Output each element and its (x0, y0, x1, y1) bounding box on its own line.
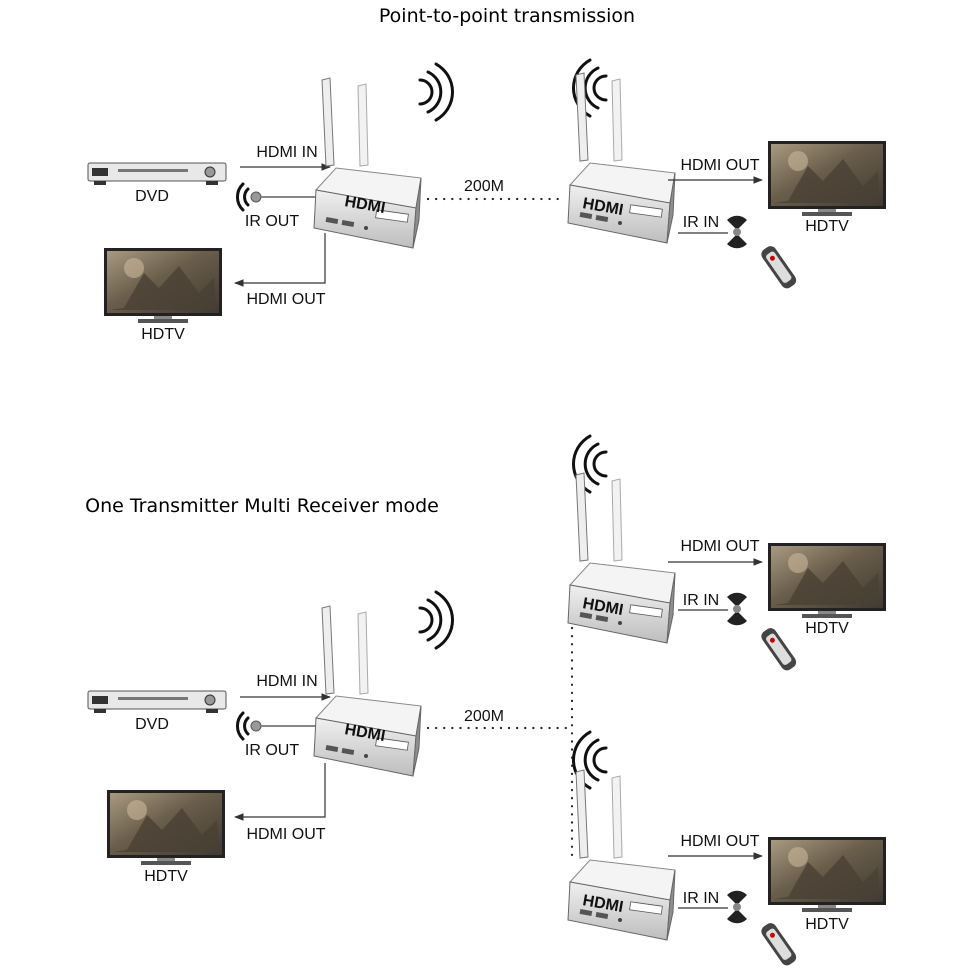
receiver-brand-label: HDMI (581, 195, 624, 219)
ir-out-label-2: IR OUT (245, 742, 299, 759)
wireless-transmitter-icon (313, 605, 422, 777)
title-multi-receiver: One Transmitter Multi Receiver mode (85, 495, 439, 517)
ir-receiver-icon (727, 890, 747, 924)
hdmi-in-label: HDMI IN (256, 144, 317, 161)
hdmi-out-label-local-2: HDMI OUT (246, 826, 325, 843)
distance-label-2: 200M (464, 708, 504, 725)
remote-control-icon (759, 243, 799, 291)
tv-screen-icon (107, 790, 225, 865)
ir-receiver-icon (727, 215, 747, 249)
hdmi-out-label-local: HDMI OUT (246, 291, 325, 308)
ir-receiver-icon (727, 592, 747, 626)
hdtv-label-a: HDTV (805, 620, 849, 637)
tv-screen-icon (104, 248, 222, 323)
hdmi-out-label-b: HDMI OUT (680, 833, 759, 850)
hdtv-label: HDTV (805, 218, 849, 235)
wifi-signal-icon (418, 62, 454, 122)
hdmi-out-label-a: HDMI OUT (680, 538, 759, 555)
tv-screen-icon (768, 837, 886, 912)
remote-control-icon (759, 625, 799, 673)
hdmi-in-label-2: HDMI IN (256, 673, 317, 690)
tv-screen-icon (768, 543, 886, 618)
ir-emitter-icon (235, 711, 318, 741)
receiver-a-brand-label: HDMI (581, 595, 624, 619)
remote-control-icon (759, 920, 799, 968)
dvd-label-2: DVD (135, 716, 169, 733)
ir-out-label: IR OUT (245, 213, 299, 230)
wifi-signal-icon (418, 590, 454, 650)
hdtv-label-local: HDTV (141, 326, 185, 343)
ir-in-label-a: IR IN (683, 592, 719, 609)
ir-emitter-icon (235, 182, 318, 212)
hdtv-label-local-2: HDTV (144, 868, 188, 885)
dvd-label: DVD (135, 188, 169, 205)
hdmi-out-arrow-local (234, 233, 326, 287)
title-point-to-point: Point-to-point transmission (379, 5, 635, 27)
transmitter-brand-label-2: HDMI (343, 721, 386, 745)
transmitter-brand-label: HDMI (343, 193, 386, 217)
hdmi-out-arrow-local-2 (234, 763, 326, 821)
dvd-player-icon (87, 162, 227, 186)
ir-in-label: IR IN (683, 214, 719, 231)
distance-label: 200M (464, 178, 504, 195)
wireless-transmitter-icon (313, 77, 422, 249)
hdmi-out-label: HDMI OUT (680, 157, 759, 174)
tv-screen-icon (768, 141, 886, 216)
ir-in-label-b: IR IN (683, 890, 719, 907)
receiver-b-brand-label: HDMI (581, 892, 624, 916)
dvd-player-icon (87, 690, 227, 714)
hdtv-label-b: HDTV (805, 916, 849, 933)
